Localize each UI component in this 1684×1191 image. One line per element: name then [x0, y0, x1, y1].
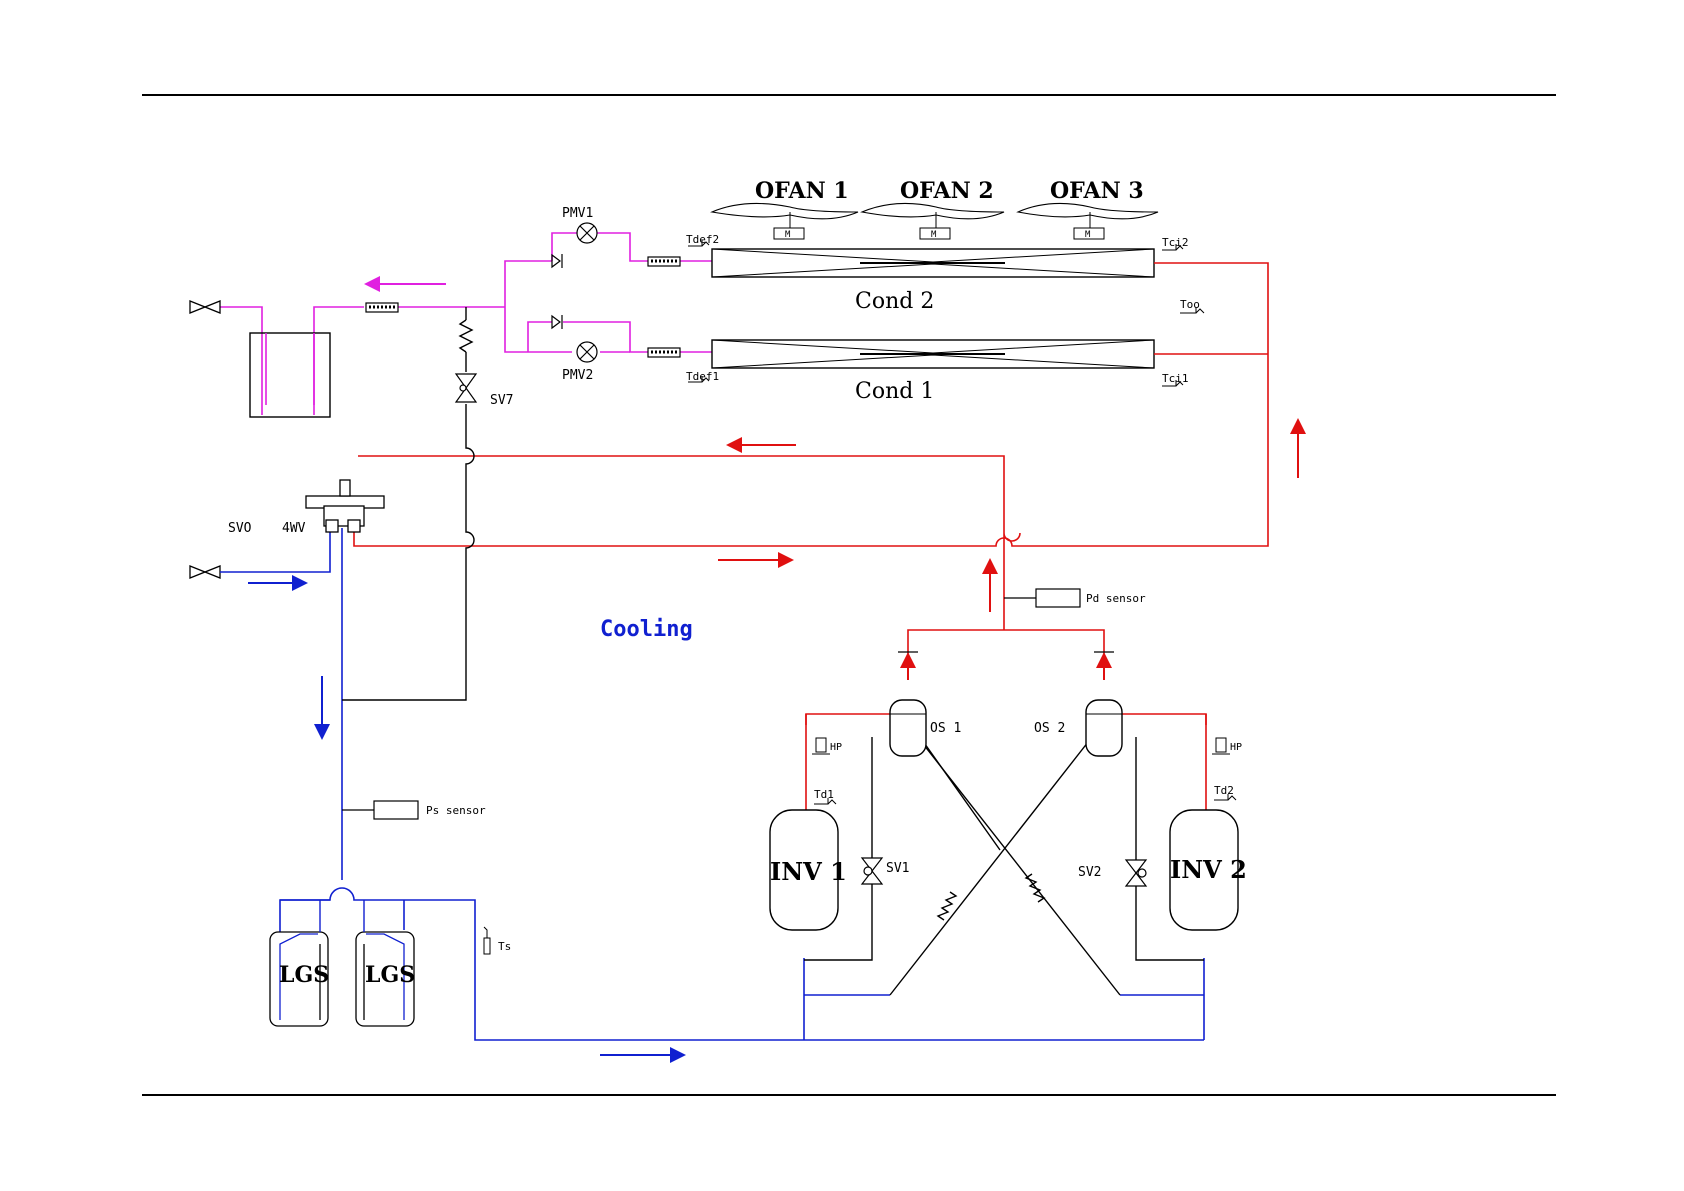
oil-separator-1	[890, 700, 926, 756]
bypass-x-2	[890, 737, 1092, 995]
pmv1-label: PMV1	[562, 206, 593, 221]
os2-label: OS 2	[1034, 721, 1065, 736]
ps-sensor-icon	[374, 801, 418, 819]
liquid-line-branch-lower	[505, 307, 712, 352]
bypass-os1-return	[920, 737, 1000, 850]
sv7-label: SV7	[490, 393, 513, 408]
pd-sensor-label: Pd sensor	[1086, 592, 1146, 605]
tdef2-label: Tdef2	[686, 233, 719, 246]
4wv-label: 4WV	[282, 521, 306, 536]
strainer-icon-lower	[648, 348, 680, 357]
discharge-os2-hp	[1120, 714, 1206, 725]
td1-label: Td1	[814, 788, 834, 801]
sv1-valve-icon	[862, 858, 882, 884]
fan-ofan2-label: OFAN 2	[900, 178, 994, 204]
fan-ofan2: M OFAN 2	[862, 178, 1004, 240]
condenser-2	[712, 249, 1154, 277]
ps-sensor-label: Ps sensor	[426, 804, 486, 817]
svg-text:M: M	[931, 230, 937, 240]
fan-blade-icon	[712, 203, 858, 218]
discharge-os1-hp	[806, 714, 896, 725]
gas-service-valve-icon	[190, 566, 220, 578]
strainer-icon-main	[366, 303, 398, 312]
liquid-service-valve-icon	[190, 301, 220, 313]
liquid-line-branch-upper	[505, 233, 712, 307]
discharge-header	[358, 456, 1020, 630]
thermistor-icon	[814, 794, 1236, 804]
lgs2-label: LGS	[365, 962, 415, 988]
tdef1-label: Tdef1	[686, 370, 719, 383]
hp1-label: HP	[830, 742, 842, 753]
suction-lgs-header	[280, 888, 1204, 1040]
condenser-1	[712, 340, 1154, 368]
svg-text:M: M	[1085, 230, 1091, 240]
td2-label: Td2	[1214, 784, 1234, 797]
check-valve-lower-icon	[552, 315, 562, 329]
mode-label: Cooling	[600, 617, 693, 642]
sv0-label: SVO	[228, 521, 252, 536]
fan-blade-icon	[1018, 203, 1158, 218]
tci2-label: Tci2	[1162, 236, 1189, 249]
sv7-valve-icon	[456, 374, 476, 402]
fan-ofan3-label: OFAN 3	[1050, 178, 1144, 204]
fan-ofan1: M OFAN 1	[712, 178, 858, 240]
lgs1-label: LGS	[279, 962, 329, 988]
check-valve-upper-icon	[552, 254, 562, 268]
pd-sensor-icon	[1036, 589, 1080, 607]
fan-ofan1-label: OFAN 1	[755, 178, 849, 204]
os1-label: OS 1	[930, 721, 961, 736]
pmv2-valve-icon	[577, 342, 597, 362]
tci1-label: Tci1	[1162, 372, 1189, 385]
fan-blade-icon	[862, 203, 1004, 218]
sv2-valve-icon	[1126, 860, 1146, 886]
pmv1-valve-icon	[577, 223, 597, 243]
sv1-label: SV1	[886, 861, 909, 876]
pmv2-label: PMV2	[562, 368, 593, 383]
four-way-valve-icon	[306, 480, 384, 532]
ts-sensor-icon	[484, 927, 490, 954]
inv2-label: INV 2	[1170, 855, 1247, 884]
oil-separator-2	[1086, 700, 1122, 756]
discharge-to-os	[908, 630, 1104, 676]
hp-switch-icon	[812, 738, 1230, 754]
to-label: Too	[1180, 298, 1200, 311]
strainer-icon-upper	[648, 257, 680, 266]
ts-label: Ts	[498, 940, 511, 953]
condenser-1-label: Cond 1	[855, 379, 934, 404]
svg-text:M: M	[785, 230, 791, 240]
condenser-2-label: Cond 2	[855, 289, 934, 314]
discharge-4wv-return	[354, 524, 1014, 546]
discharge-cond2-out	[1014, 263, 1268, 546]
inv1-label: INV 1	[770, 857, 847, 886]
sv2-label: SV2	[1078, 865, 1101, 880]
sv7-coil	[460, 320, 472, 352]
fan-ofan3: M OFAN 3	[1018, 178, 1158, 240]
hp2-label: HP	[1230, 742, 1242, 753]
